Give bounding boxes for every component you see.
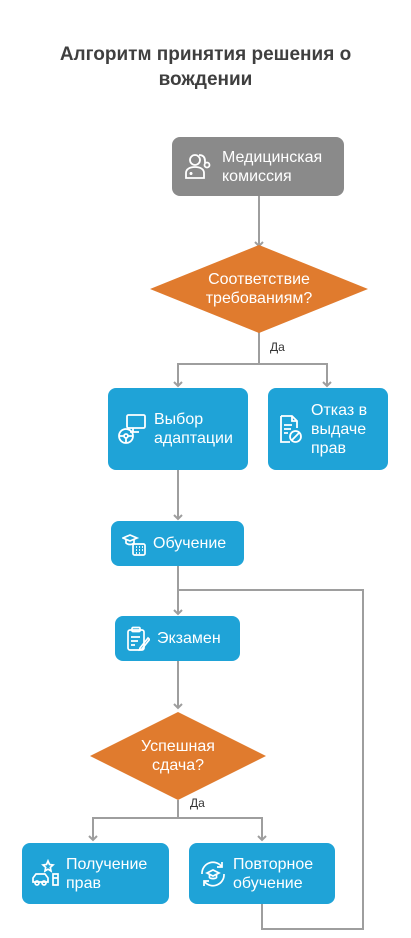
edge-retraining-loop [178, 589, 364, 930]
node-adaptation: Выбор адаптации [108, 388, 248, 470]
node-exam: Экзамен [115, 616, 240, 661]
node-exam-label: Экзамен [157, 630, 221, 647]
node-retraining: Повторное обучение [189, 843, 335, 904]
title-line-1: Алгоритм принятия решения о [59, 44, 352, 65]
refresh-graduation-icon [197, 859, 229, 889]
decision-success-line-2: сдача? [151, 757, 204, 774]
document-denied-icon [275, 414, 305, 444]
node-retraining-line-2: обучение [233, 874, 303, 892]
node-adaptation-label: Выбор адаптации [154, 410, 233, 448]
decision-requirements-label: Соответствие требованиям? [190, 270, 328, 308]
node-refusal-line-2: выдаче [311, 420, 367, 438]
training-icon [121, 532, 147, 556]
decision-requirements-line-1: Соответствие [208, 271, 310, 288]
page-title: Алгоритм принятия решения о вождении [0, 42, 411, 92]
decision-requirements-line-2: требованиям? [205, 290, 313, 307]
clipboard-icon [125, 626, 151, 652]
node-license-line-2: прав [66, 874, 101, 892]
node-refusal-line-1: Отказ в [311, 401, 368, 419]
node-adaptation-line-2: адаптации [154, 430, 233, 447]
edge-requirements-split [173, 330, 260, 388]
node-refusal-label: Отказ в выдаче прав [311, 401, 367, 458]
decision-requirements-shape [150, 245, 368, 333]
node-training-label: Обучение [153, 535, 227, 552]
title-line-2: вождении [158, 69, 253, 90]
node-medical-line-2: комиссия [222, 167, 292, 185]
node-medical-commission: Медицинская комиссия [172, 137, 344, 196]
edge-success-split [88, 800, 179, 842]
node-adaptation-line-1: Выбор [154, 411, 204, 428]
node-license: Получение прав [22, 843, 169, 904]
car-star-icon [30, 858, 62, 889]
node-retraining-label: Повторное обучение [233, 855, 313, 893]
edge-success-retraining [178, 817, 267, 842]
edge-requirements-refusal [259, 363, 332, 388]
monitor-steering-icon [116, 413, 148, 445]
decision-success-label: Успешная сдача? [118, 737, 238, 775]
decision-success-shape [90, 712, 266, 800]
node-license-label: Получение прав [66, 855, 147, 893]
decision-success-line-1: Успешная [141, 738, 215, 755]
edge-label-success-yes: Да [190, 796, 205, 810]
node-retraining-line-1: Повторное [233, 855, 314, 873]
node-medical-line-1: Медицинская [222, 148, 323, 166]
edge-label-requirements-yes: Да [270, 340, 285, 354]
doctor-icon [182, 152, 216, 182]
node-refusal-line-3: прав [311, 439, 346, 457]
node-license-line-1: Получение [66, 855, 148, 873]
node-refusal: Отказ в выдаче прав [268, 388, 388, 470]
node-training: Обучение [111, 521, 244, 566]
node-medical-label: Медицинская комиссия [222, 148, 322, 186]
